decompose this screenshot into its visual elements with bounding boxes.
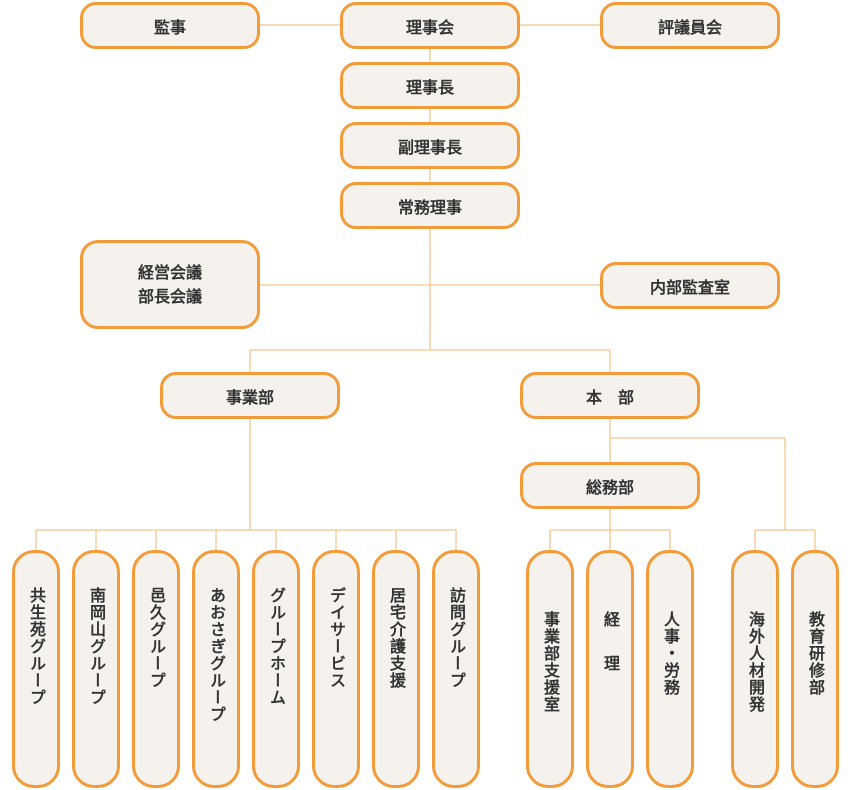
group-label: 南岡山グループ: [87, 587, 106, 706]
executive-director-node: 常務理事: [340, 182, 520, 229]
vice-chairman-node: 副理事長: [340, 122, 520, 169]
group-node: 邑久グループ: [132, 550, 180, 788]
group-node: あおさぎグループ: [192, 550, 240, 788]
management-meeting-label: 経営会議: [137, 263, 202, 283]
general-affairs-unit-label: 事業部支援室: [541, 611, 560, 713]
group-node: 訪問グループ: [432, 550, 480, 788]
chairman-label: 理事長: [405, 77, 454, 97]
general-affairs-unit-node: 人事・労務: [646, 550, 694, 788]
business-division-node: 事業部: [160, 372, 340, 419]
group-node: 南岡山グループ: [72, 550, 120, 788]
group-label: 居宅介護支援: [387, 587, 406, 689]
internal-audit-label: 内部監査室: [649, 277, 730, 297]
council-node: 評議員会: [600, 2, 780, 49]
headquarters-label: 本 部: [585, 387, 634, 407]
management-meeting-node: 経営会議 部長会議: [80, 240, 260, 329]
group-label: グループホーム: [267, 587, 286, 706]
general-affairs-unit-label: 人事・労務: [661, 611, 680, 696]
group-label: 訪問グループ: [447, 587, 466, 689]
group-label: あおさぎグループ: [207, 587, 226, 723]
group-node: 居宅介護支援: [372, 550, 420, 788]
business-division-label: 事業部: [225, 387, 274, 407]
headquarters-node: 本 部: [520, 372, 700, 419]
headquarters-unit-label: 海外人材開発: [746, 611, 765, 713]
group-label: デイサービス: [327, 587, 346, 689]
chairman-node: 理事長: [340, 62, 520, 109]
auditor-node: 監事: [80, 2, 260, 49]
general-affairs-unit-label: 経 理: [601, 611, 620, 677]
board-of-directors-node: 理事会: [340, 2, 520, 49]
headquarters-unit-label: 教育研修部: [806, 611, 825, 696]
headquarters-unit-node: 海外人材開発: [731, 550, 779, 788]
department-heads-meeting-label: 部長会議: [137, 286, 202, 306]
vice-chairman-label: 副理事長: [397, 137, 462, 157]
group-node: デイサービス: [312, 550, 360, 788]
group-node: 共生苑グループ: [12, 550, 60, 788]
executive-director-label: 常務理事: [397, 197, 462, 217]
general-affairs-label: 総務部: [585, 477, 634, 497]
general-affairs-unit-node: 経 理: [586, 550, 634, 788]
group-label: 共生苑グループ: [27, 587, 46, 706]
board-of-directors-label: 理事会: [405, 17, 454, 37]
group-node: グループホーム: [252, 550, 300, 788]
headquarters-unit-node: 教育研修部: [791, 550, 839, 788]
council-label: 評議員会: [657, 17, 722, 37]
general-affairs-unit-node: 事業部支援室: [526, 550, 574, 788]
auditor-label: 監事: [153, 17, 186, 37]
group-label: 邑久グループ: [147, 587, 166, 689]
internal-audit-node: 内部監査室: [600, 262, 780, 309]
general-affairs-node: 総務部: [520, 462, 700, 509]
